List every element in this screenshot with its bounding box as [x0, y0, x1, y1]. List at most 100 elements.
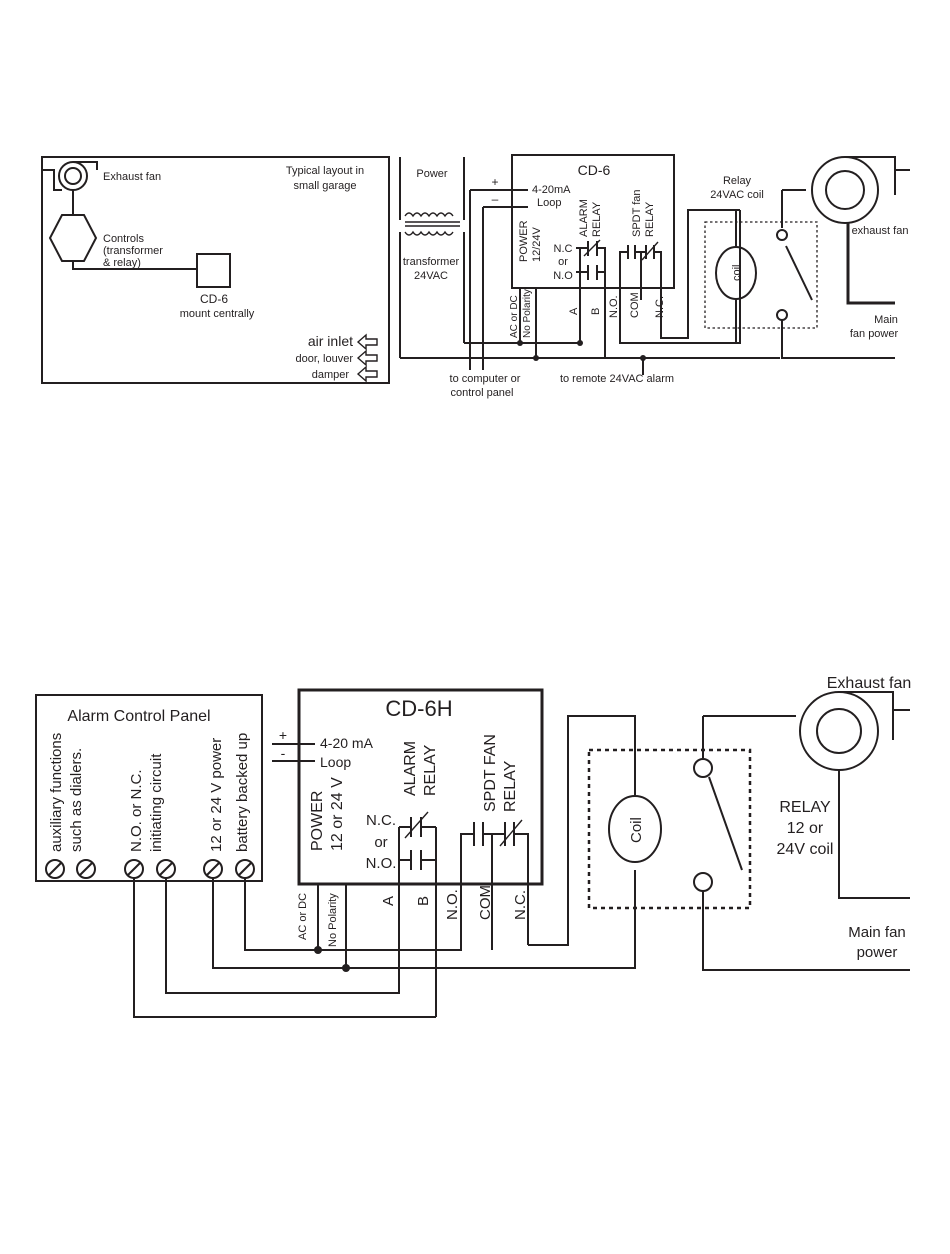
top-exhaust-fan-label: exhaust fan — [852, 225, 909, 237]
cd6h-main-power-line2: power — [857, 944, 898, 961]
controls-label-line2: (transformer — [103, 245, 163, 257]
junction-dot — [342, 964, 350, 972]
garage-sensor-box — [196, 253, 231, 288]
controls-to-sensor-wire — [72, 261, 197, 270]
cd6h-loop-minus: - — [281, 745, 286, 761]
controls-label-line3: & relay) — [103, 257, 141, 269]
air-inlet-line2: door, louver — [296, 353, 354, 365]
cd6h-term-a: A — [380, 896, 397, 906]
cd6-no-label: N.O — [553, 270, 573, 282]
garage-exhaust-fan-icon — [42, 161, 98, 191]
cd6-term-a: A — [568, 307, 580, 315]
panel-power-pos-wire — [212, 870, 636, 969]
cd6h-device-label: CD-6H — [385, 696, 452, 721]
cd6h-relay-line3: 24V coil — [777, 841, 834, 858]
cd6h-power-wires — [317, 884, 347, 968]
cd6-nc-label: N.C — [554, 243, 573, 255]
cd6h-coil-label: Coil — [628, 817, 645, 843]
cd6-fan-relay-line1: SPDT fan — [631, 190, 643, 238]
cd6-term-acdc: AC or DC — [509, 295, 520, 338]
aux-functions-line2: such as dialers. — [68, 748, 85, 852]
cd6h-term-com: COM — [477, 885, 494, 920]
relay-label-line2: 24VAC coil — [710, 189, 764, 201]
garage-layout: Typical layout in small garage Exhaust f… — [41, 156, 390, 384]
loop-minus-sign: – — [492, 192, 499, 206]
aux-functions-line1: auxiliary functions — [48, 733, 65, 852]
top-exhaust-fan-icon — [811, 156, 910, 305]
transformer-to-cd6-wires — [400, 342, 536, 359]
cd6h-main-power-line1: Main fan — [848, 924, 906, 941]
cd6h-exhaust-fan-label: Exhaust fan — [827, 675, 912, 692]
cd6-device-label: CD-6 — [578, 162, 611, 178]
controls-label-line1: Controls — [103, 233, 144, 245]
garage-outline — [41, 156, 390, 384]
panel-power-neg-wire — [244, 878, 462, 951]
junction-dot — [577, 340, 583, 346]
cd6h-power-term-line1: POWER — [309, 791, 326, 851]
to-computer-line1: to computer or — [450, 373, 521, 385]
transformer-icon — [399, 157, 465, 358]
cd6h-alarm-contacts-icon — [398, 811, 437, 1017]
initiating-circuit-line1: N.O. or N.C. — [128, 769, 145, 852]
top-main-power-line2: fan power — [850, 328, 899, 340]
relay-label-line1: Relay — [723, 175, 752, 187]
garage-title-line1: Typical layout in — [286, 165, 364, 177]
transformer-label-line2: 24VAC — [414, 270, 448, 282]
cd6-fan-relay-line2: RELAY — [644, 201, 656, 237]
cd6-nc-wire — [660, 209, 740, 339]
top-main-power-line1: Main — [874, 314, 898, 326]
cd6h-term-nopol: No Polarity — [327, 893, 339, 947]
cd6h-term-no: N.O. — [444, 889, 461, 920]
junction-dot — [533, 355, 539, 361]
cd6-term-nopol: No Polarity — [522, 289, 533, 338]
cd6-alarm-wires — [579, 300, 606, 358]
cd6-wiring: Power transformer 24VAC + – 4-20mA Loop … — [399, 154, 910, 399]
relay-coil-label: coil — [731, 264, 743, 281]
cd6h-relay-dashed-housing — [587, 748, 752, 910]
cd6h-loop-line2: Loop — [320, 754, 351, 770]
air-inlet-line3: damper — [312, 369, 350, 381]
panel-power-line2: battery backed up — [234, 733, 251, 852]
junction-dot — [314, 946, 322, 954]
cd6h-fan-contacts-icon — [460, 819, 529, 950]
air-inlet-arrow-icon — [356, 333, 378, 383]
relay-dashed-housing — [704, 221, 818, 329]
garage-title-line2: small garage — [294, 180, 357, 192]
cd6h-nc-label: N.C. — [366, 812, 396, 829]
cd6h-exhaust-fan-icon — [799, 691, 910, 899]
garage-sensor-label: CD-6 — [200, 292, 228, 306]
cd6-fan-contacts-icon — [619, 241, 662, 300]
alarm-control-panel-box — [35, 694, 263, 882]
cd6-power-term-line2: 12/24V — [531, 226, 543, 262]
to-remote-alarm-label: to remote 24VAC alarm — [560, 373, 674, 385]
cd6-power-term-line1: POWER — [518, 220, 530, 262]
cd6h-no-label: N.O. — [366, 855, 397, 872]
panel-power-line1: 12 or 24 V power — [208, 738, 225, 852]
cd6h-loop-line1: 4-20 mA — [320, 735, 374, 751]
cd6h-alarm-relay-line1: ALARM — [402, 741, 419, 796]
cd6h-relay-line1: RELAY — [779, 799, 831, 816]
cd6-term-com: COM — [629, 292, 641, 318]
panel-screw-terminals-icon — [45, 859, 255, 879]
cd6h-or-label: or — [374, 834, 387, 851]
cd6h-term-acdc: AC or DC — [297, 893, 309, 940]
to-computer-line2: control panel — [451, 387, 514, 399]
cd6h-fan-relay-line1: SPDT FAN — [482, 734, 499, 812]
cd6h-wiring: Alarm Control Panel auxiliary functions … — [35, 675, 912, 1018]
junction-dot — [517, 340, 523, 346]
cd6h-alarm-relay-line2: RELAY — [422, 744, 439, 796]
alarm-panel-title: Alarm Control Panel — [67, 708, 210, 725]
transformer-label-line1: transformer — [403, 256, 460, 268]
loop-label-line1: 4-20mA — [532, 184, 571, 196]
power-label: Power — [416, 168, 448, 180]
cd6h-power-term-line2: 12 or 24 V — [329, 777, 346, 851]
cd6h-relay-coil-icon — [608, 795, 662, 863]
cd6h-nc-to-coil-wire — [528, 715, 636, 946]
cd6-alarm-contacts-icon — [576, 239, 606, 300]
initiating-circuit-line2: initiating circuit — [148, 753, 165, 852]
cd6-term-b: B — [590, 308, 602, 315]
loop-plus-sign: + — [491, 175, 498, 189]
cd6-alarm-relay-line1: ALARM — [578, 199, 590, 237]
cd6h-term-b: B — [415, 896, 432, 906]
